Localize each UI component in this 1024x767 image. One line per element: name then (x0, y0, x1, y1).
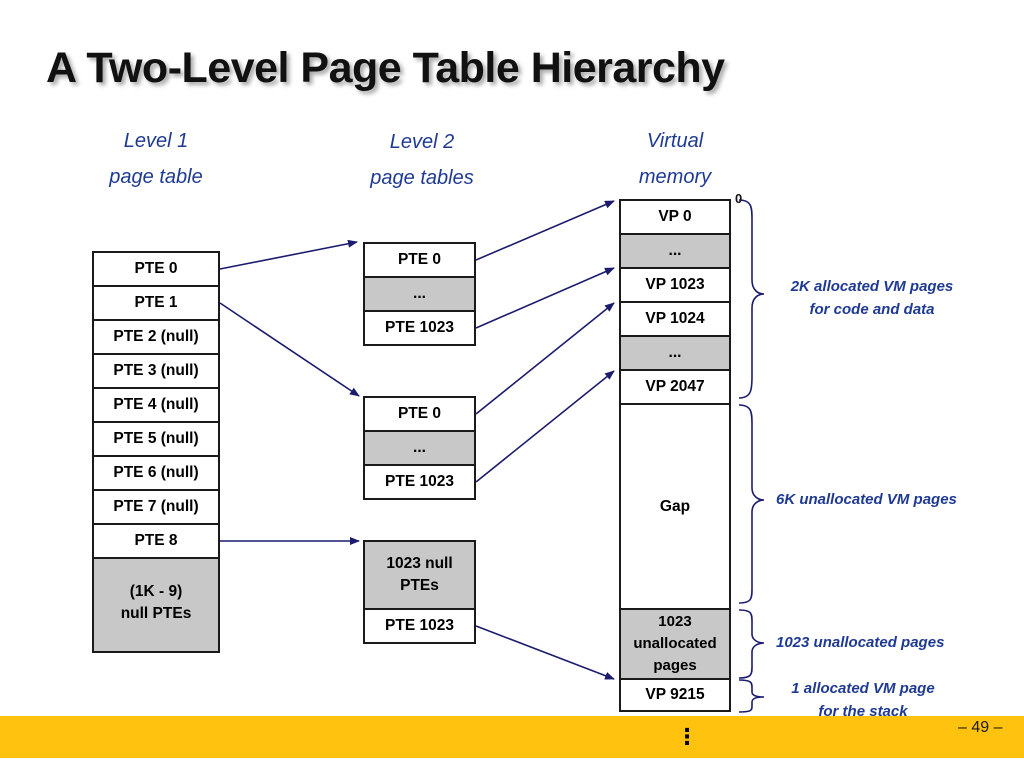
l2c-null-ptes: 1023 null PTEs (363, 540, 476, 610)
l1-pte-3: PTE 3 (null) (92, 353, 220, 389)
arrow-l1pte0-to-l2a (219, 239, 358, 270)
page-number: – 49 – (958, 719, 1003, 736)
brace-allocated-code-data (738, 199, 765, 399)
arrow-l1pte1-to-l2b (219, 302, 360, 397)
l2a-pte-1023: PTE 1023 (363, 310, 476, 346)
l1-pte-1: PTE 1 (92, 285, 220, 321)
level1-header: Level 1 page table (109, 130, 203, 188)
l2b-pte-1023: PTE 1023 (363, 464, 476, 500)
l2c-pte-1023: PTE 1023 (363, 608, 476, 644)
l1-pte-8: PTE 8 (92, 523, 220, 559)
l1-null-ptes: (1K - 9) null PTEs (92, 557, 220, 653)
vm-unallocated-1023: 1023 unallocated pages (619, 608, 731, 680)
l1-pte-0: PTE 0 (92, 251, 220, 287)
l2a-ellipsis: ... (363, 276, 476, 312)
arrow-l2b-pte1023-to-vp2047 (475, 370, 615, 483)
slide-title: A Two-Level Page Table Hierarchy (46, 44, 725, 92)
arrow-l2a-pte0-to-vp0 (475, 200, 615, 261)
brace-unallocated-gap (738, 404, 765, 604)
arrow-l2b-pte0-to-vp1024 (475, 302, 615, 415)
vertical-ellipsis: ⋮ (676, 724, 698, 749)
address-zero-label: 0 (735, 191, 743, 206)
arrow-l2c-pte1023-to-vp9215 (475, 625, 615, 680)
vm-gap: Gap (619, 403, 731, 610)
l2b-ellipsis: ... (363, 430, 476, 466)
annotation-stack-page: 1 allocated VM page for the stack (791, 680, 935, 720)
vp-9215: VP 9215 (619, 678, 731, 712)
annotation-unallocated-1023: 1023 unallocated pages (776, 634, 945, 651)
virtual-memory-header: Virtual memory (638, 130, 712, 188)
footer-bar (0, 716, 1024, 758)
brace-unallocated-1023 (738, 609, 765, 679)
brace-stack-page (738, 679, 765, 713)
l1-pte-7: PTE 7 (null) (92, 489, 220, 525)
annotation-allocated-code-data: 2K allocated VM pages for code and data (790, 278, 954, 318)
level2-header: Level 2 page tables (370, 131, 474, 189)
vp-ellipsis-1: ... (619, 233, 731, 269)
annotation-unallocated-gap: 6K unallocated VM pages (776, 491, 957, 508)
arrow-l2a-pte1023-to-vp1023 (475, 267, 615, 329)
